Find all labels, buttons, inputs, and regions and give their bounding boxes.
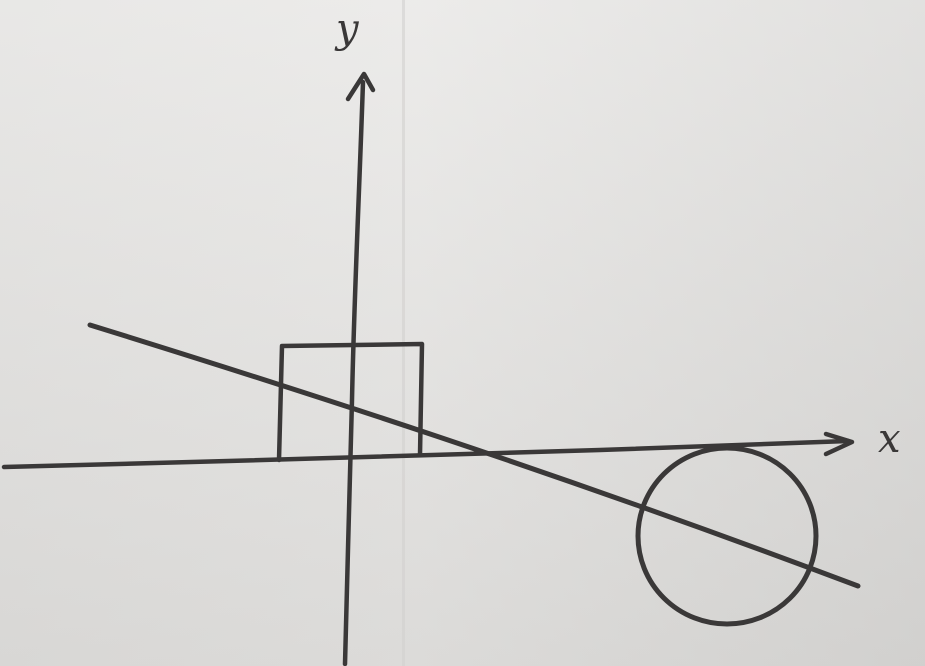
y-axis-arrowhead: [345, 71, 376, 102]
paper-fold: [402, 0, 405, 666]
x-axis-label: x: [878, 416, 901, 462]
y-axis-line: [342, 79, 366, 666]
rectangle-shape: [276, 341, 425, 463]
x-axis-arrowhead: [823, 431, 855, 457]
y-axis-label: y: [334, 6, 360, 52]
circle-shape: [635, 445, 819, 627]
diagonal-line: [87, 322, 861, 589]
x-axis-line: [1, 438, 851, 470]
